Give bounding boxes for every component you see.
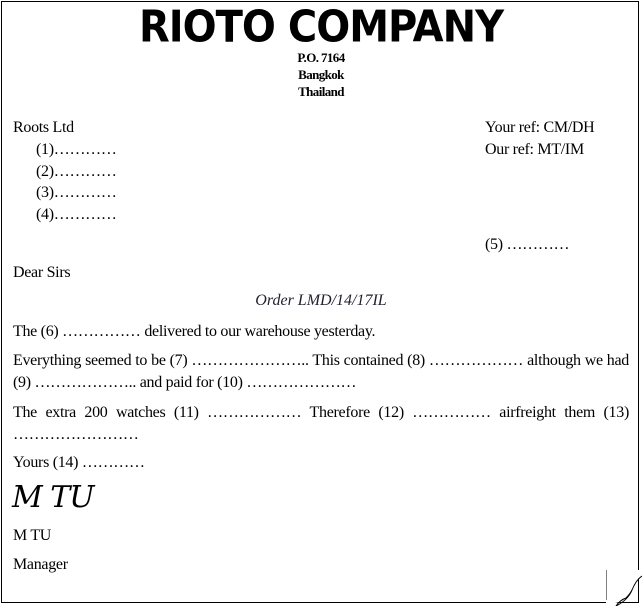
recipient-line-3: (3)………… bbox=[36, 184, 117, 201]
recipient-line-2: (2)………… bbox=[36, 163, 117, 180]
handwritten-signature: M TU bbox=[12, 480, 95, 515]
address-line-country: Thailand bbox=[298, 84, 344, 99]
address-line-po: P.O. 7164 bbox=[297, 50, 345, 65]
company-logo: RIOTO COMPANY bbox=[138, 2, 504, 53]
recipient-name: Roots Ltd bbox=[13, 119, 74, 136]
page-curl-icon bbox=[606, 570, 642, 606]
date-blank: (5) ………… bbox=[485, 236, 570, 253]
paragraph-1: The (6) …………… delivered to our warehouse… bbox=[13, 323, 376, 340]
closing: Yours (14) ………… bbox=[13, 454, 145, 471]
order-subject: Order LMD/14/17IL bbox=[255, 292, 387, 309]
paragraph-2: Everything seemed to be (7) ………………….. Th… bbox=[13, 352, 629, 391]
our-reference: Our ref: MT/IM bbox=[485, 141, 584, 158]
signer-name: M TU bbox=[13, 527, 52, 544]
recipient-line-4: (4)………… bbox=[36, 206, 117, 223]
paragraph-3: The extra 200 watches (11) ……………… Theref… bbox=[13, 404, 629, 443]
your-reference: Your ref: CM/DH bbox=[485, 119, 595, 136]
salutation: Dear Sirs bbox=[13, 264, 71, 281]
recipient-line-1: (1)………… bbox=[36, 141, 117, 158]
signer-title: Manager bbox=[13, 556, 68, 573]
address-line-city: Bangkok bbox=[298, 67, 344, 82]
